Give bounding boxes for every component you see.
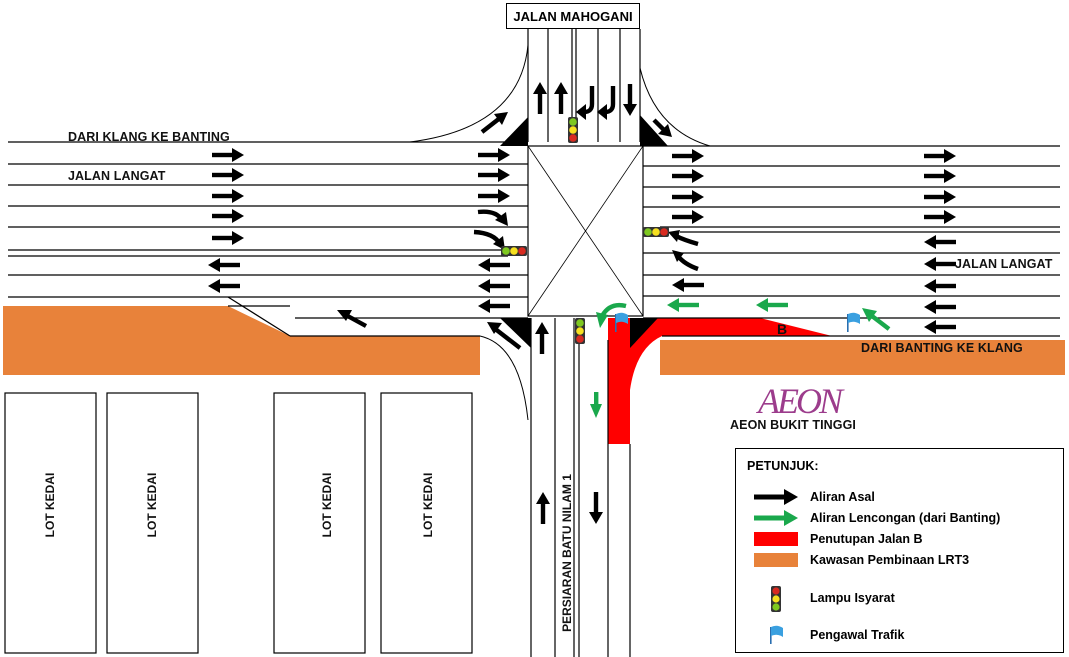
legend-label: Aliran Lencongan (dari Banting)	[810, 511, 1001, 525]
label-aeon-bukit-tinggi: AEON BUKIT TINGGI	[730, 418, 857, 432]
green-arrow-icon	[754, 510, 798, 526]
lrt3-area-east	[660, 340, 1065, 375]
lot-kedai-2	[106, 392, 199, 654]
orange-box	[754, 553, 798, 567]
label-dari-klang-ke-banting: DARI KLANG KE BANTING	[68, 130, 230, 144]
blue-flag-icon	[847, 312, 860, 332]
legend: PETUNJUK: Aliran Asal Aliran Lencongan (…	[735, 448, 1064, 653]
legend-label: Lampu Isyarat	[810, 591, 895, 605]
label-dari-banting-ke-klang: DARI BANTING KE KLANG	[861, 341, 1023, 355]
traffic-light-icon	[501, 246, 527, 256]
legend-label: Penutupan Jalan B	[810, 532, 923, 546]
aeon-logo: AEON	[758, 381, 843, 421]
lrt3-area-west	[3, 306, 480, 375]
label-persiaran-batu-nilam-1: PERSIARAN BATU NILAM 1	[560, 474, 574, 632]
lot-kedai-label: LOT KEDAI	[421, 472, 435, 538]
lot-kedai-3	[273, 392, 366, 654]
legend-title: PETUNJUK:	[747, 459, 819, 473]
blue-flag-icon	[770, 625, 783, 644]
legend-item-road-closure: Penutupan Jalan B	[752, 529, 1057, 549]
legend-label: Pengawal Trafik	[810, 628, 905, 642]
closure-marker-b: B	[777, 321, 788, 337]
jalan-mahogani-label: JALAN MAHOGANI	[513, 8, 633, 24]
traffic-light-icon	[643, 227, 669, 237]
traffic-light-icon	[771, 586, 781, 612]
legend-item-diversion-flow: Aliran Lencongan (dari Banting)	[752, 508, 1057, 528]
lot-kedai-label: LOT KEDAI	[145, 472, 159, 538]
lot-kedai-1	[4, 392, 97, 654]
legend-label: Kawasan Pembinaan LRT3	[810, 553, 970, 567]
label-jalan-langat-east: JALAN LANGAT	[955, 257, 1053, 271]
legend-item-original-flow: Aliran Asal	[752, 487, 1057, 507]
legend-item-traffic-light: Lampu Isyarat	[752, 585, 1057, 613]
traffic-light-icon	[575, 318, 585, 344]
red-box	[754, 532, 798, 546]
lot-kedai-label: LOT KEDAI	[43, 472, 57, 538]
lot-kedai-label: LOT KEDAI	[320, 472, 334, 538]
legend-label: Aliran Asal	[810, 490, 875, 504]
black-arrow-icon	[754, 489, 798, 505]
legend-item-traffic-marshal: Pengawal Trafik	[752, 625, 1057, 645]
road-sign-jalan-mahogani: JALAN MAHOGANI	[506, 3, 640, 29]
legend-item-lrt3-area: Kawasan Pembinaan LRT3	[752, 550, 1057, 570]
label-jalan-langat-west: JALAN LANGAT	[68, 169, 166, 183]
traffic-light-icon	[568, 117, 578, 143]
lot-kedai-4	[380, 392, 473, 654]
